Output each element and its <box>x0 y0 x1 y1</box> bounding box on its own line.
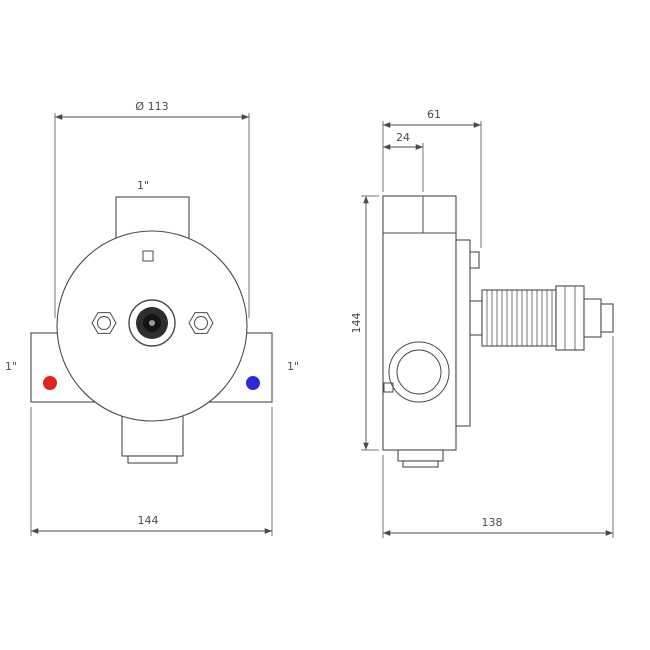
side-shaft-ribbed <box>481 289 557 347</box>
side-view: 61 24 144 138 <box>350 108 614 538</box>
side-shaft-cylinder <box>583 298 602 338</box>
side-port-depth-dimension: 24 <box>383 131 424 192</box>
front-bottom-port-lip <box>127 455 178 464</box>
front-center-spindle <box>128 299 176 347</box>
front-width-label: 144 <box>138 514 159 527</box>
side-valve-body <box>382 195 457 451</box>
side-rear-plate <box>455 239 471 427</box>
side-bottom-port <box>397 449 444 462</box>
front-diameter-dimension: Ø 113 <box>54 100 250 318</box>
side-bottom-port-lip <box>402 460 439 468</box>
side-depth-dimension: 61 <box>382 108 482 248</box>
front-left-port-label: 1" <box>5 360 17 373</box>
side-depth-label: 61 <box>427 108 441 121</box>
front-width-dimension: 144 <box>30 407 273 536</box>
front-view: 1" 1" 1" Ø 113 144 <box>5 100 299 536</box>
side-overall-depth-label: 138 <box>482 516 503 529</box>
side-height-dimension: 144 <box>350 195 379 451</box>
side-shaft-collar <box>555 285 585 351</box>
side-rear-tab <box>469 251 480 269</box>
side-knob-inner <box>396 349 442 395</box>
side-bleed-screw <box>383 382 394 393</box>
front-right-hex-screw <box>188 312 214 334</box>
front-function-square <box>142 250 154 262</box>
front-right-port-label: 1" <box>287 360 299 373</box>
front-top-port-label: 1" <box>137 179 149 192</box>
cold-water-indicator <box>246 376 260 390</box>
side-height-label: 144 <box>350 313 363 334</box>
front-diameter-label: Ø 113 <box>135 100 168 113</box>
front-left-hex-screw <box>91 312 117 334</box>
side-port-depth-label: 24 <box>396 131 410 144</box>
side-knob-outer <box>388 341 450 403</box>
side-overall-depth-dimension: 138 <box>382 336 614 538</box>
thread-hatching <box>486 290 553 346</box>
side-shaft-end <box>600 303 614 333</box>
side-shaft-stem <box>469 300 483 336</box>
hot-water-indicator <box>43 376 57 390</box>
